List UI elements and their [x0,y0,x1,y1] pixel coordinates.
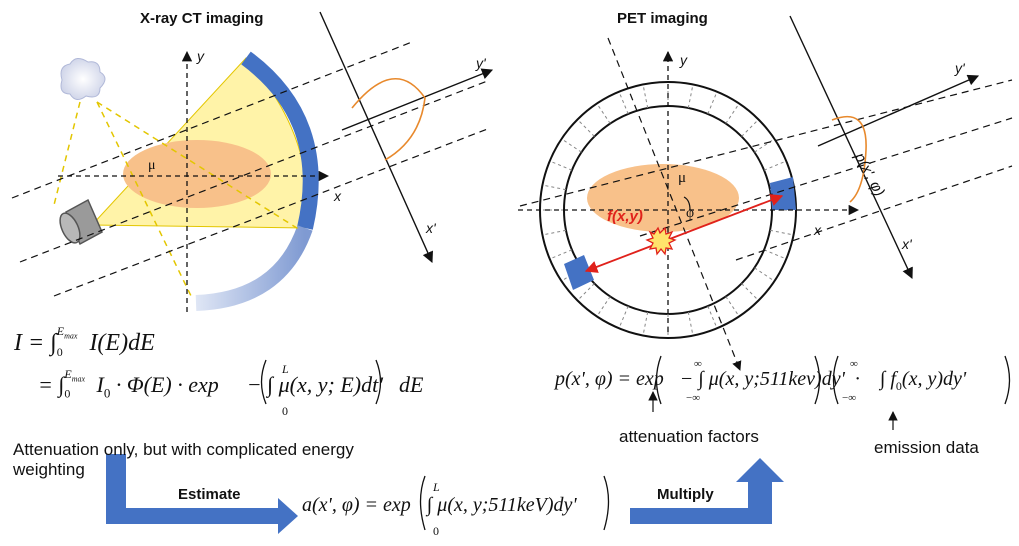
pet-detector-tick [618,305,629,329]
estimate-label: Estimate [178,486,241,503]
pet-detector-tick [642,311,649,336]
emission-data-label: emission data [874,438,979,457]
estimate-arrow [106,454,298,534]
pet-yprime-axis [817,74,980,147]
pet-detector-tick [754,138,775,153]
bottom-formula: a(x', φ) = exp∫ μ(x, y;511keV)dy' [302,494,577,516]
pet-detector-tick [577,119,595,137]
ct-xprime-axis [319,11,433,264]
ct-formula-line2: = ∫0Emax I0 · Φ(E) · exp− ∫ μ(x, y; E)dt… [38,366,424,401]
ct-mu-label: μ [148,158,156,173]
pet-detector-tick [741,119,759,137]
pet-detector-tick [618,91,629,115]
ct-projection-profile [351,77,426,161]
attenuation-factors-label: attenuation factors [619,427,759,446]
pet-detector-tick [577,283,595,301]
pet-detector-tick [769,229,794,236]
pet-detector-tick [542,184,567,191]
pet-detector-right [770,177,796,210]
pet-detector-tick [687,311,694,336]
pet-projection-profile [831,115,867,203]
fxy-label: f(x,y) [607,208,643,225]
pet-detector-tick [596,296,611,317]
pet-mu-label: μ [678,170,687,186]
pet-detector-tick [561,267,582,282]
pet-x-label: x [814,222,821,238]
ct-x-label: x [334,188,341,204]
annihilation-burst [645,226,677,256]
pet-formula: p(x', φ) = exp− ∫ μ(x, y;511kev)dy'·∫ f0… [555,368,967,393]
ct-source-rotated [60,58,106,100]
ct-xprime-label: x' [426,220,436,236]
pet-detector-tick [707,91,718,115]
pet-detector-tick [549,249,573,260]
pet-detector-tick [763,249,787,260]
pet-detector-tick [725,103,740,124]
pet-xprime-label: x' [902,236,912,252]
ct-formula-line1: I = ∫0Emax I(E)dE [14,324,155,359]
ct-note: Attenuation only, but with complicated e… [13,440,354,479]
ct-object-ellipse [123,140,271,208]
pet-detector-tick [596,103,611,124]
pet-detector-tick [741,283,759,301]
pet-detector-left [564,255,594,290]
pet-yprime-label: y' [955,60,965,76]
pet-title: PET imaging [617,10,708,27]
ct-yprime-axis [341,68,494,131]
phi-arc [683,196,691,211]
pet-detector-tick [561,138,582,153]
ct-yprime-label: y' [476,55,486,71]
pet-detector-tick [763,160,787,171]
pet-detector-tick [542,229,567,236]
pet-detector-tick [707,305,718,329]
ct-title: X-ray CT imaging [140,10,264,27]
multiply-label: Multiply [657,486,714,503]
ct-detector-rotated [195,225,313,311]
multiply-arrow [630,458,784,524]
pet-detector-tick [754,267,775,282]
pet-detector-tick [549,160,573,171]
ct-detector-arc [241,51,319,230]
ct-y-label: y [197,48,204,64]
pet-detector-tick [642,84,649,109]
pet-line-of-response [584,194,784,273]
pet-detector-tick [725,296,740,317]
pet-phi-label: φ [686,206,695,221]
pet-detector-tick [687,84,694,109]
pet-y-label: y [680,52,687,68]
pet-xprime-axis [789,15,913,280]
